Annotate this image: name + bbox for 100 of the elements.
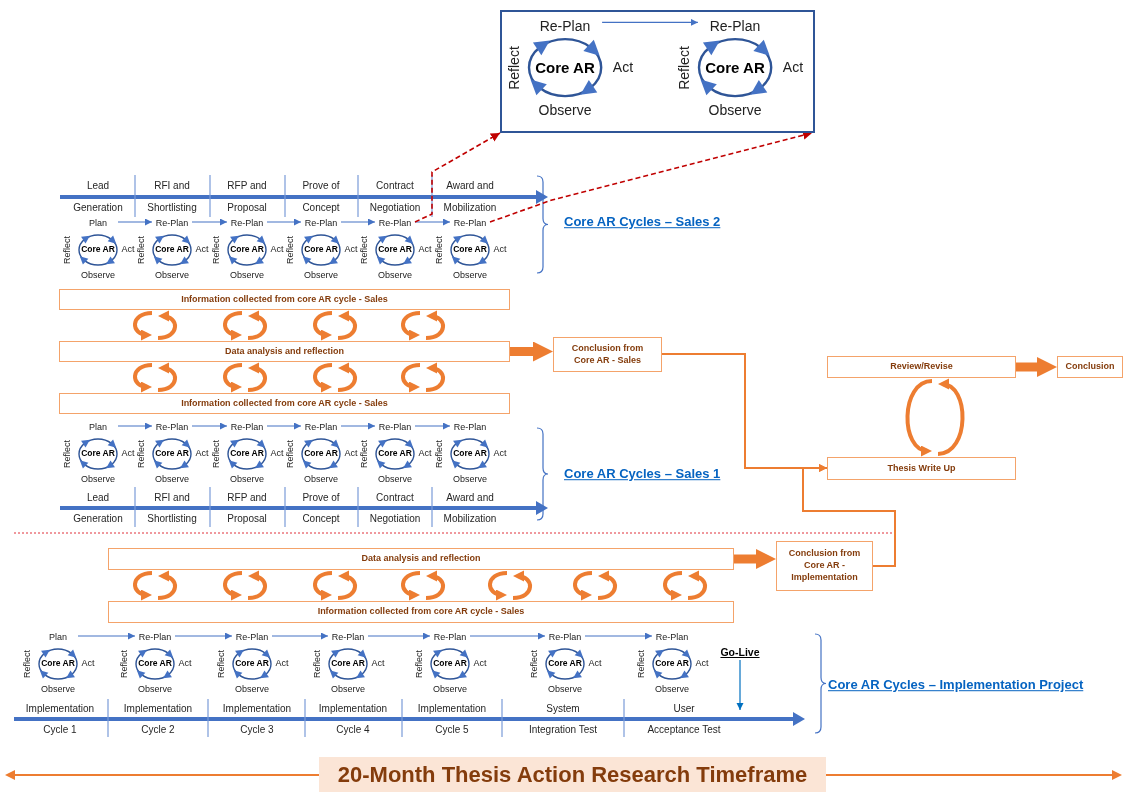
stage-label: Act: [270, 245, 284, 255]
node-label: Core AR: [41, 659, 75, 669]
stage-label: Re-Plan: [138, 633, 172, 643]
process-box: [553, 337, 662, 372]
stage-label: Observe: [378, 475, 412, 485]
stage-label: Observe: [538, 103, 592, 119]
stage-label: Reflect: [63, 236, 73, 264]
curved-arrow: [401, 363, 421, 392]
timeline-label: Award and: [446, 491, 494, 503]
stage-label: Act: [81, 659, 95, 669]
stage-label: Re-Plan: [548, 633, 582, 643]
timeline-label: Lead: [86, 179, 110, 191]
timeline-label: Proposal: [227, 201, 267, 213]
arrow: [117, 218, 153, 226]
stage-label: Act: [473, 659, 487, 669]
arrow: [414, 422, 451, 430]
block-arrow: [510, 341, 553, 362]
curved-arrow: [247, 311, 267, 340]
stage-label: Reflect: [120, 650, 130, 678]
stage-label: Act: [121, 245, 135, 255]
node-label: Core AR: [655, 659, 689, 669]
section-heading: Core AR Cycles – Implementation Project: [828, 677, 1084, 693]
stage-label: Reflect: [63, 440, 73, 468]
arrow: [340, 218, 376, 226]
box-label: Information collected from core AR cycle - Sales: [317, 606, 525, 618]
stage-label: Observe: [155, 271, 189, 281]
timeline-label: Implementation: [417, 702, 487, 714]
stage-label: Reflect: [435, 236, 445, 264]
stage-label: Act: [178, 659, 192, 669]
node-label: Core AR: [235, 659, 269, 669]
stage-label: Act: [275, 659, 289, 669]
stage-label: Reflect: [360, 236, 370, 264]
stage-label: Reflect: [217, 650, 227, 678]
timeline-label: RFI and: [154, 491, 190, 503]
stage-label: Observe: [655, 685, 689, 695]
curved-arrow: [401, 311, 421, 340]
stage-label: Act: [344, 245, 358, 255]
node-label: Core AR: [331, 659, 365, 669]
stage-label: Observe: [708, 103, 762, 119]
node-label: Core AR: [230, 449, 264, 459]
dashed-arrow: [489, 130, 813, 223]
process-box: [108, 601, 734, 623]
process-box: [827, 457, 1016, 480]
timeline-label: Implementation: [123, 702, 193, 714]
stage-label: Reflect: [212, 236, 222, 264]
curved-arrow: [337, 311, 357, 340]
stage-label: Plan: [89, 219, 107, 229]
process-box: [1057, 356, 1123, 378]
stage-label: Act: [782, 60, 804, 76]
stage-label: Reflect: [23, 650, 33, 678]
timeline-label: Cycle 4: [336, 723, 370, 735]
curved-arrow: [401, 571, 421, 600]
curved-arrow: [157, 363, 177, 392]
curved-arrow: [937, 380, 965, 456]
curved-arrow: [488, 571, 508, 600]
box-label: Conclusion from Core AR - Sales: [570, 342, 645, 367]
block-arrow: [1016, 357, 1057, 377]
stage-label: Reflect: [286, 236, 296, 264]
stage-label: Plan: [49, 633, 67, 643]
stage-label: Observe: [155, 475, 189, 485]
box-label: Conclusion: [1065, 361, 1115, 373]
stage-label: Re-Plan: [304, 423, 338, 433]
stage-label: Observe: [81, 271, 115, 281]
section-heading: Core AR Cycles – Sales 1: [564, 466, 721, 482]
node-label: Core AR: [378, 449, 412, 459]
stage-label: Plan: [89, 423, 107, 433]
box-label: Data analysis and reflection: [361, 553, 481, 565]
curved-arrow: [313, 311, 333, 340]
node-label: Core AR: [453, 245, 487, 255]
process-box: [59, 289, 510, 310]
process-box: [776, 541, 873, 591]
stage-label: Re-Plan: [453, 423, 487, 433]
arrow: [469, 632, 546, 640]
box-label: Data analysis and reflection: [224, 345, 344, 358]
node-label: Core AR: [535, 59, 595, 77]
arrow: [191, 218, 228, 226]
box-label: Information collected from core AR cycle - Sales: [181, 293, 388, 306]
arrow: [191, 422, 228, 430]
stage-label: Act: [344, 449, 358, 459]
stage-label: Act: [418, 245, 432, 255]
dashed-arrow: [414, 132, 501, 223]
stage-label: Reflect: [677, 46, 693, 90]
stage-label: Act: [493, 245, 507, 255]
curved-arrow: [157, 571, 177, 600]
curved-arrow: [905, 379, 933, 455]
stage-label: Act: [270, 449, 284, 459]
curved-arrow: [425, 571, 445, 600]
process-box: [59, 393, 510, 414]
process-box: [108, 548, 734, 570]
block-arrow: [734, 549, 776, 569]
timeline-label: Mobilization: [443, 201, 497, 213]
timeline-label: Cycle 5: [435, 723, 469, 735]
timeline-label: RFP and: [227, 179, 267, 191]
node-label: Core AR: [155, 449, 189, 459]
stage-label: Act: [418, 449, 432, 459]
curved-arrow: [425, 311, 445, 340]
stage-label: Reflect: [313, 650, 323, 678]
stage-label: Observe: [304, 475, 338, 485]
arrow: [414, 218, 451, 226]
stage-label: Re-Plan: [331, 633, 365, 643]
